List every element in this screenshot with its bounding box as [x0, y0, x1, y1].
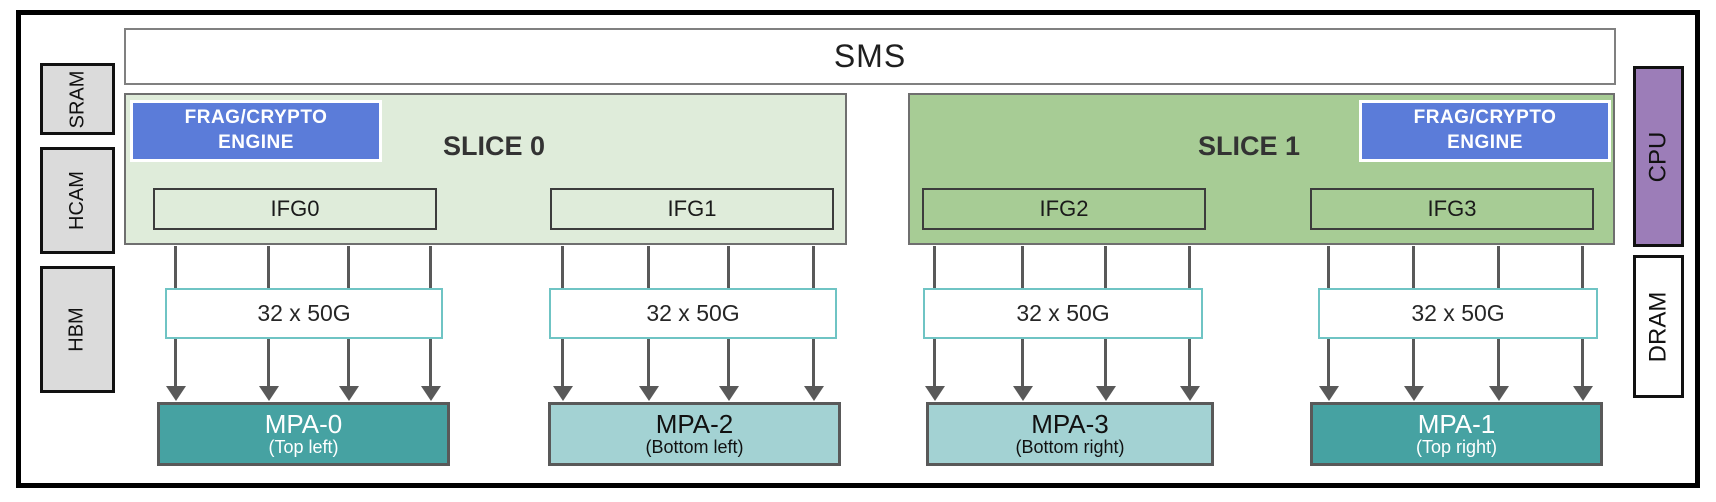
hbm-block: HBM: [40, 266, 115, 393]
mpa-0-block: MPA-0 (Top left): [157, 402, 450, 466]
mpa-2-location: (Bottom left): [645, 437, 744, 458]
sms-block: SMS: [124, 28, 1616, 85]
engine-label-line2: ENGINE: [1447, 132, 1523, 153]
engine-label-line1: FRAG/CRYPTO: [184, 107, 328, 129]
ifg3-label: IFG3: [1427, 196, 1477, 221]
frag-crypto-engine-slice0: FRAG/CRYPTO ENGINE: [130, 100, 382, 162]
hbm-label: HBM: [65, 307, 88, 352]
hcam-label: HCAM: [65, 171, 88, 230]
cpu-label: CPU: [1644, 131, 1672, 182]
slice-1-label: SLICE 1: [1197, 131, 1301, 161]
serdes-32x50g-block-1: 32 x 50G: [165, 288, 443, 339]
mpa-0-location: (Top left): [268, 437, 339, 458]
slice-0-label: SLICE 0: [442, 131, 546, 161]
mpa-1-block: MPA-1 (Top right): [1310, 402, 1603, 466]
dram-label: DRAM: [1644, 291, 1672, 362]
cpu-block: CPU: [1633, 66, 1684, 247]
serdes-label: 32 x 50G: [257, 300, 351, 326]
sram-block: SRAM: [40, 63, 115, 135]
ifg1-block: IFG1: [550, 188, 834, 230]
slice-0-block: FRAG/CRYPTO ENGINE SLICE 0 IFG0 IFG1: [124, 93, 847, 245]
ifg0-label: IFG0: [270, 196, 320, 221]
ifg3-block: IFG3: [1310, 188, 1594, 230]
serdes-label: 32 x 50G: [646, 300, 740, 326]
serdes-32x50g-block-2: 32 x 50G: [549, 288, 837, 339]
sms-label: SMS: [833, 38, 907, 74]
serdes-32x50g-block-4: 32 x 50G: [1318, 288, 1598, 339]
ifg2-label: IFG2: [1039, 196, 1089, 221]
dram-block: DRAM: [1633, 255, 1684, 398]
serdes-label: 32 x 50G: [1411, 300, 1505, 326]
mpa-3-location: (Bottom right): [1015, 437, 1125, 458]
sram-label: SRAM: [65, 70, 88, 128]
serdes-label: 32 x 50G: [1016, 300, 1110, 326]
mpa-2-name: MPA-2: [655, 408, 734, 439]
mpa-2-block: MPA-2 (Bottom left): [548, 402, 841, 466]
serdes-32x50g-block-3: 32 x 50G: [923, 288, 1203, 339]
ifg0-block: IFG0: [153, 188, 437, 230]
mpa-3-block: MPA-3 (Bottom right): [926, 402, 1214, 466]
engine-label-line2: ENGINE: [218, 132, 294, 153]
mpa-3-name: MPA-3: [1031, 408, 1109, 439]
hcam-block: HCAM: [40, 147, 115, 254]
frag-crypto-engine-slice1: FRAG/CRYPTO ENGINE: [1359, 100, 1611, 162]
mpa-1-location: (Top right): [1415, 437, 1498, 458]
mpa-1-name: MPA-1: [1417, 408, 1496, 439]
mpa-0-name: MPA-0: [264, 408, 343, 439]
ifg1-label: IFG1: [667, 196, 717, 221]
slice-1-block: FRAG/CRYPTO ENGINE SLICE 1 IFG2 IFG3: [908, 93, 1615, 245]
ifg2-block: IFG2: [922, 188, 1206, 230]
engine-label-line1: FRAG/CRYPTO: [1413, 107, 1557, 129]
